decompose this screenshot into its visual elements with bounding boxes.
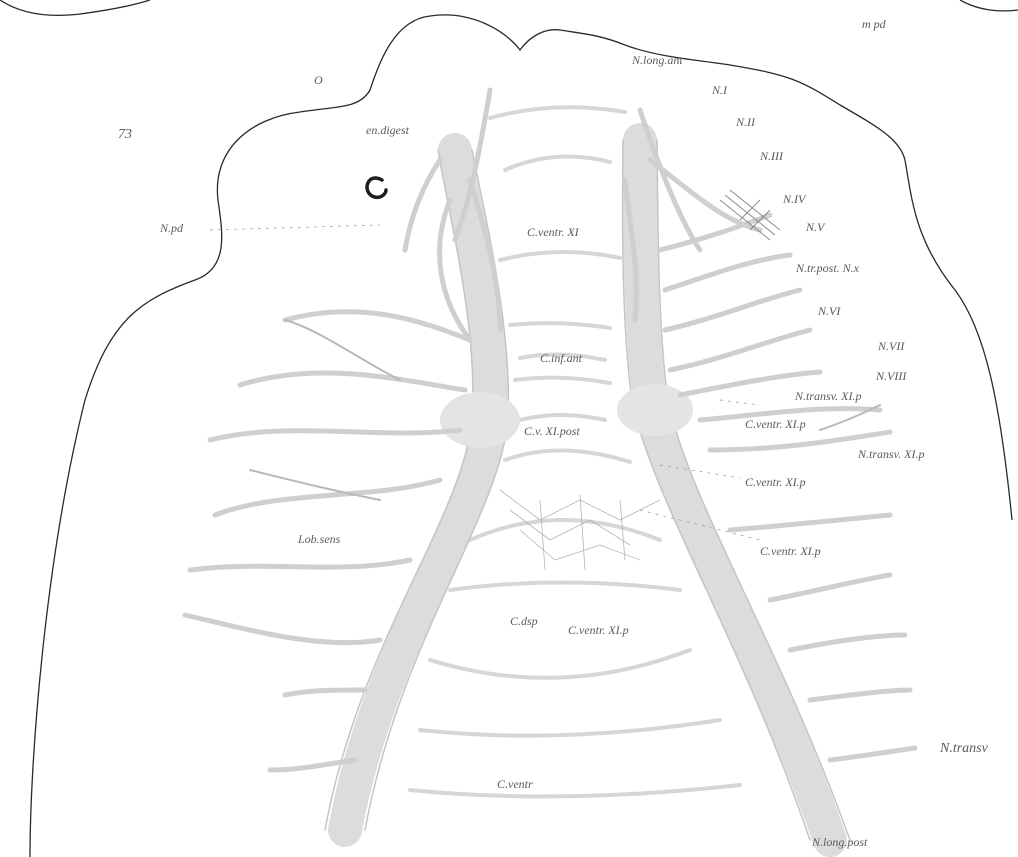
- label-c-v-xl-post: C.v. XI.post: [524, 424, 580, 438]
- commissure-2: [505, 157, 610, 170]
- label-n-viii: N.VIII: [875, 369, 907, 383]
- commissure-11: [430, 650, 690, 678]
- hook-mark: [367, 178, 386, 197]
- commissure-8: [505, 450, 630, 462]
- label-n-transv-xlp: N.transv. XI.p: [794, 389, 861, 403]
- label-c-ventr-xlp-1: C.ventr. XI.p: [745, 417, 806, 431]
- commissure-7: [520, 415, 605, 420]
- commissure-1: [490, 107, 625, 118]
- commissure-13: [410, 785, 740, 796]
- label-n-ii: N.II: [735, 115, 756, 129]
- label-n-i: N.I: [711, 83, 728, 97]
- label-c-inf-ant: C.inf.ant: [540, 351, 583, 365]
- label-n-transv2-xlp: N.transv. XI.p: [857, 447, 924, 461]
- label-n-pd: N.pd: [159, 221, 184, 235]
- commissure-4: [510, 323, 610, 328]
- label-n-long-post: N.long.post: [811, 835, 868, 849]
- commissure-6: [515, 378, 610, 383]
- label-n-vii: N.VII: [877, 339, 905, 353]
- upper-right-lobe-outline: [960, 0, 1018, 11]
- label-n-tr-post: N.tr.post. N.x: [795, 261, 860, 275]
- label-n-iv: N.IV: [782, 192, 807, 206]
- label-o: O: [314, 73, 323, 87]
- commissure-3: [500, 252, 620, 260]
- upper-left-lobe-outline: [0, 0, 150, 15]
- longitudinal-trunks: [325, 90, 850, 840]
- label-n-transv: N.transv: [939, 741, 989, 756]
- label-c-ventr-xlp-4: C.ventr. XI.p: [568, 623, 629, 637]
- label-c-dsp: C.dsp: [510, 614, 538, 628]
- label-en-digest: en.digest: [366, 123, 410, 137]
- commissure-10: [450, 583, 680, 591]
- label-c-ventr-xlp-3: C.ventr. XI.p: [760, 544, 821, 558]
- label-c-ventr-xlp-2: C.ventr. XI.p: [745, 475, 806, 489]
- label-mpd: m pd: [862, 17, 887, 31]
- label-lob-sens: Lob.sens: [297, 532, 341, 546]
- label-n-vi: N.VI: [817, 304, 841, 318]
- label-n-long-ant: N.long.ant: [631, 53, 683, 67]
- commissure-12: [420, 720, 720, 736]
- label-c-ventr: C.ventr: [497, 777, 533, 791]
- label-c-ventr-xl: C.ventr. XI: [527, 225, 580, 239]
- label-n-v: N.V: [805, 220, 826, 234]
- right-longitudinal-trunk: [640, 140, 830, 840]
- figure-number: 73: [118, 127, 132, 142]
- commissure-9: [470, 520, 660, 540]
- label-n-iii: N.III: [759, 149, 784, 163]
